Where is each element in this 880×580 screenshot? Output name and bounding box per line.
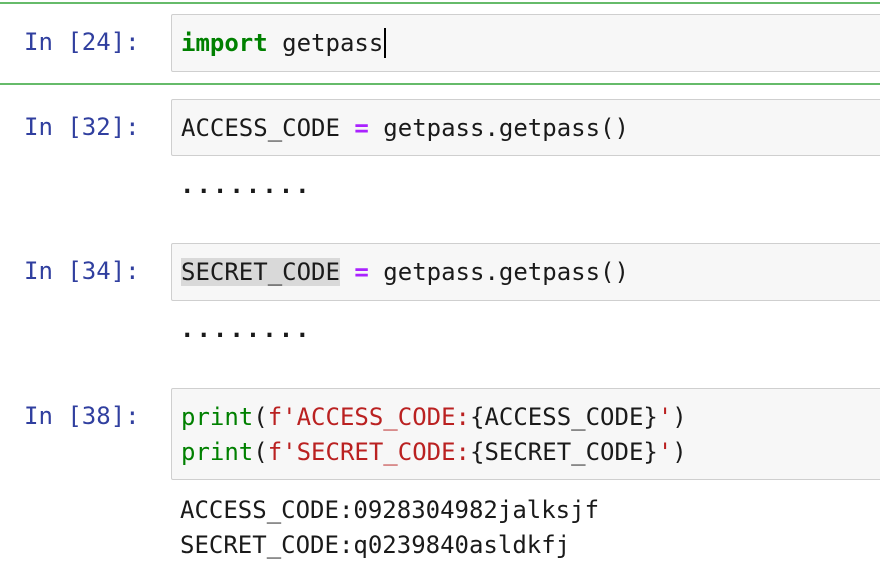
code-line[interactable]: SECRET_CODE = getpass.getpass()	[181, 257, 629, 287]
cell-selection-bottom-border	[0, 83, 880, 85]
cell-prompt: In [38]:	[24, 402, 140, 430]
cell-selection-top-border	[0, 2, 880, 4]
string-quote: '	[657, 403, 673, 431]
password-mask-output: ........	[180, 315, 312, 343]
stdout-line-2: SECRET_CODE:q0239840asldkfj	[180, 531, 571, 559]
cell-prompt: In [32]:	[24, 113, 140, 141]
paren: )	[672, 438, 687, 466]
builtin-print: print	[181, 438, 254, 466]
code-line-2[interactable]: print(f'SECRET_CODE:{SECRET_CODE}')	[181, 437, 687, 467]
code-line[interactable]: import getpass	[181, 28, 387, 58]
code-text: getpass	[267, 29, 384, 57]
notebook-cell-3[interactable]: In [34]: SECRET_CODE = getpass.getpass()…	[0, 229, 880, 374]
keyword-import: import	[181, 29, 268, 57]
stdout-line-1: ACCESS_CODE:0928304982jalksjf	[180, 496, 600, 524]
fstring-literal: f'SECRET_CODE:	[267, 438, 470, 466]
assign-operator: =	[354, 114, 369, 142]
notebook-cell-2[interactable]: In [32]: ACCESS_CODE = getpass.getpass()…	[0, 85, 880, 230]
code-line-1[interactable]: print(f'ACCESS_CODE:{ACCESS_CODE}')	[181, 402, 687, 432]
code-input[interactable]: SECRET_CODE = getpass.getpass()	[171, 243, 880, 301]
cell-prompt: In [24]:	[24, 28, 140, 56]
fstring-expression: {ACCESS_CODE}	[470, 403, 658, 431]
code-input[interactable]: print(f'ACCESS_CODE:{ACCESS_CODE}') prin…	[171, 388, 880, 480]
code-input[interactable]: ACCESS_CODE = getpass.getpass()	[171, 99, 880, 156]
cell-prompt: In [34]:	[24, 257, 140, 285]
notebook-cell-1[interactable]: In [24]: import getpass	[0, 0, 880, 85]
code-line[interactable]: ACCESS_CODE = getpass.getpass()	[181, 113, 629, 143]
code-input[interactable]: import getpass	[171, 14, 880, 72]
code-text: getpass.getpass()	[368, 258, 629, 286]
paren: )	[672, 403, 687, 431]
notebook-cell-4[interactable]: In [38]: print(f'ACCESS_CODE:{ACCESS_COD…	[0, 374, 880, 580]
string-quote: '	[657, 438, 673, 466]
fstring-expression: {SECRET_CODE}	[470, 438, 658, 466]
variable-name: ACCESS_CODE	[181, 114, 340, 142]
text-cursor	[384, 28, 387, 58]
password-mask-output: ........	[180, 171, 312, 199]
code-text: getpass.getpass()	[368, 114, 629, 142]
paren: (	[253, 438, 268, 466]
builtin-print: print	[181, 403, 254, 431]
assign-operator: =	[354, 258, 369, 286]
variable-name-highlighted: SECRET_CODE	[181, 258, 340, 286]
paren: (	[253, 403, 268, 431]
fstring-literal: f'ACCESS_CODE:	[267, 403, 470, 431]
